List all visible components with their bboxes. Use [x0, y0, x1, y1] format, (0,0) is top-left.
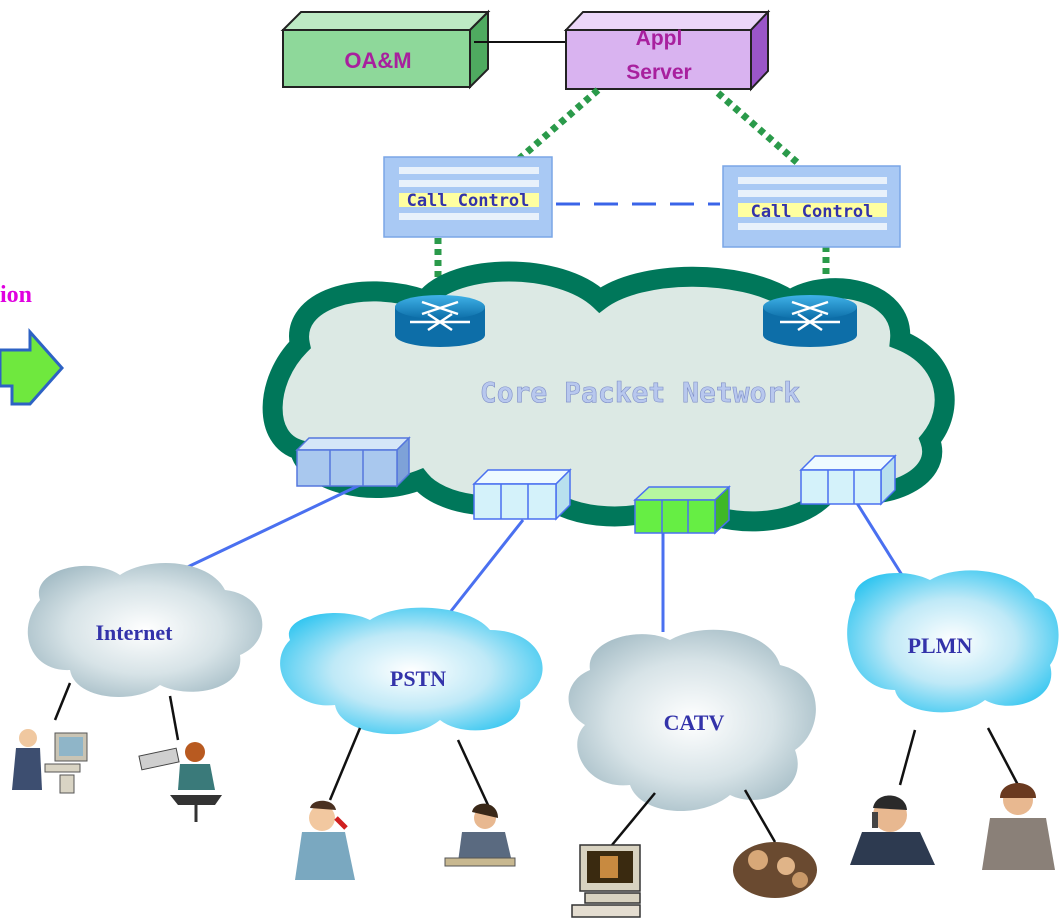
catv-label: CATV: [664, 710, 725, 735]
gateway-internet: [295, 436, 411, 488]
man-with-mobile-icon: [850, 795, 935, 865]
right-arrow-icon: [0, 328, 65, 406]
router-right: [763, 295, 857, 347]
link-internet: [155, 483, 361, 584]
access-links: [155, 483, 909, 632]
link-plmn: [853, 499, 909, 584]
desktop-computer-icon: [571, 844, 641, 918]
internet-cloud: Internet: [27, 563, 263, 697]
signal-link-appl-left: [515, 87, 601, 163]
router-icon: [780, 300, 840, 332]
gateway-plmn: [799, 454, 897, 506]
signal-link-appl-right: [715, 90, 803, 168]
core-network-label: Core Packet Network: [480, 376, 800, 409]
terminal-links: [53, 682, 1020, 846]
side-label: ion: [0, 282, 32, 308]
router-icon: [410, 300, 470, 332]
gateway-pstn: [472, 468, 572, 521]
call-control-right-label: Call Control: [751, 202, 874, 222]
user-with-laptop-icon: [138, 742, 222, 822]
gateway-catv: [633, 485, 731, 535]
internet-label: Internet: [96, 620, 174, 645]
plmn-cloud: PLMN: [847, 570, 1059, 713]
call-control-right: Call Control: [722, 165, 901, 248]
man-on-phone-icon: [295, 800, 355, 880]
user-at-desktop-icon: [12, 729, 88, 794]
router-left: [395, 295, 485, 347]
plmn-label: PLMN: [908, 633, 973, 658]
call-control-left: Call Control: [383, 156, 553, 238]
pstn-label: PSTN: [390, 666, 446, 691]
woman-with-mobile-icon: [982, 783, 1055, 870]
oam-label: OA&M: [344, 48, 411, 73]
oam-server: OA&M: [280, 9, 491, 90]
call-control-left-label: Call Control: [407, 191, 530, 211]
group-photo-icon: [733, 842, 817, 898]
appl-label-line2: Server: [626, 61, 691, 84]
appl-label-line1: Appl: [636, 27, 683, 50]
catv-cloud: CATV: [568, 629, 816, 812]
appl-server: Appl Server: [563, 9, 771, 92]
link-pstn: [438, 519, 525, 626]
pstn-cloud: PSTN: [280, 607, 543, 735]
woman-on-phone-icon: [444, 803, 516, 867]
